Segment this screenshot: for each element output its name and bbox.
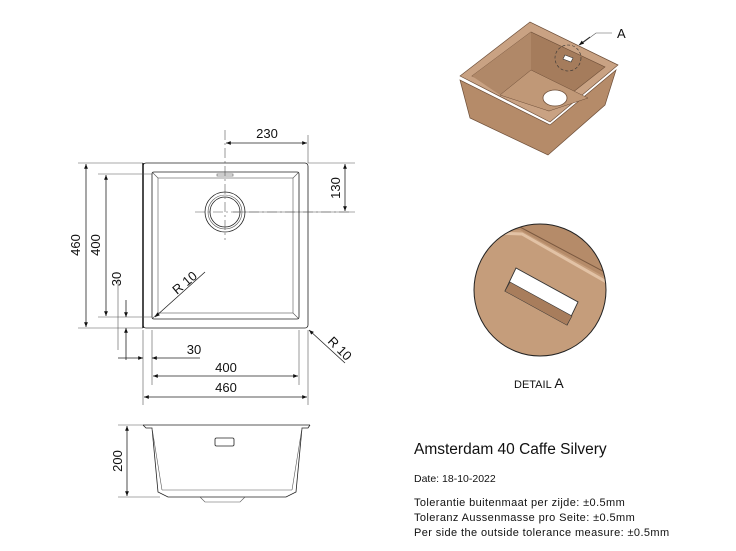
dim-inner-width: 400: [215, 360, 237, 375]
drain-hole-3d: [542, 89, 568, 107]
callout-a: A: [617, 26, 626, 41]
dim-drain-x: 230: [256, 126, 278, 141]
tolerance-german: Toleranz Aussenmasse pro Seite: ±0.5mm: [414, 512, 636, 524]
sink-3d-view: A: [459, 21, 626, 156]
dim-rim-horizontal: 30: [187, 342, 201, 357]
dim-rim-vertical: 30: [109, 272, 124, 286]
side-view: 200: [110, 424, 311, 503]
sink-inner-outline: [151, 171, 300, 320]
dim-drain-y: 130: [328, 177, 343, 199]
tolerance-dutch: Tolerantie buitenmaat per zijde: ±0.5mm: [414, 497, 626, 509]
drawing-date: Date: 18-10-2022: [414, 473, 496, 485]
dim-outer-width: 460: [215, 380, 237, 395]
detail-label-letter: A: [554, 375, 564, 391]
dim-inner-radius: R 10: [169, 268, 200, 297]
sink-bottom-outline: [157, 177, 294, 314]
top-view: 230 130 460 400 30 30 400 460 R 10 R 10: [68, 126, 355, 405]
dim-inner-height: 400: [88, 234, 103, 256]
sink-outer-outline: [142, 162, 309, 329]
product-title: Amsterdam 40 Caffe Silvery: [414, 441, 607, 458]
detail-a-view: [473, 223, 607, 357]
detail-label-prefix: DETAIL: [514, 379, 555, 391]
dim-depth: 200: [110, 450, 125, 472]
dim-outer-height: 460: [68, 234, 83, 256]
detail-a-label: DETAIL A: [514, 375, 564, 391]
dim-outer-radius: R 10: [325, 334, 355, 364]
overflow-opening: [214, 437, 235, 447]
tolerance-english: Per side the outside tolerance measure: …: [414, 527, 670, 539]
